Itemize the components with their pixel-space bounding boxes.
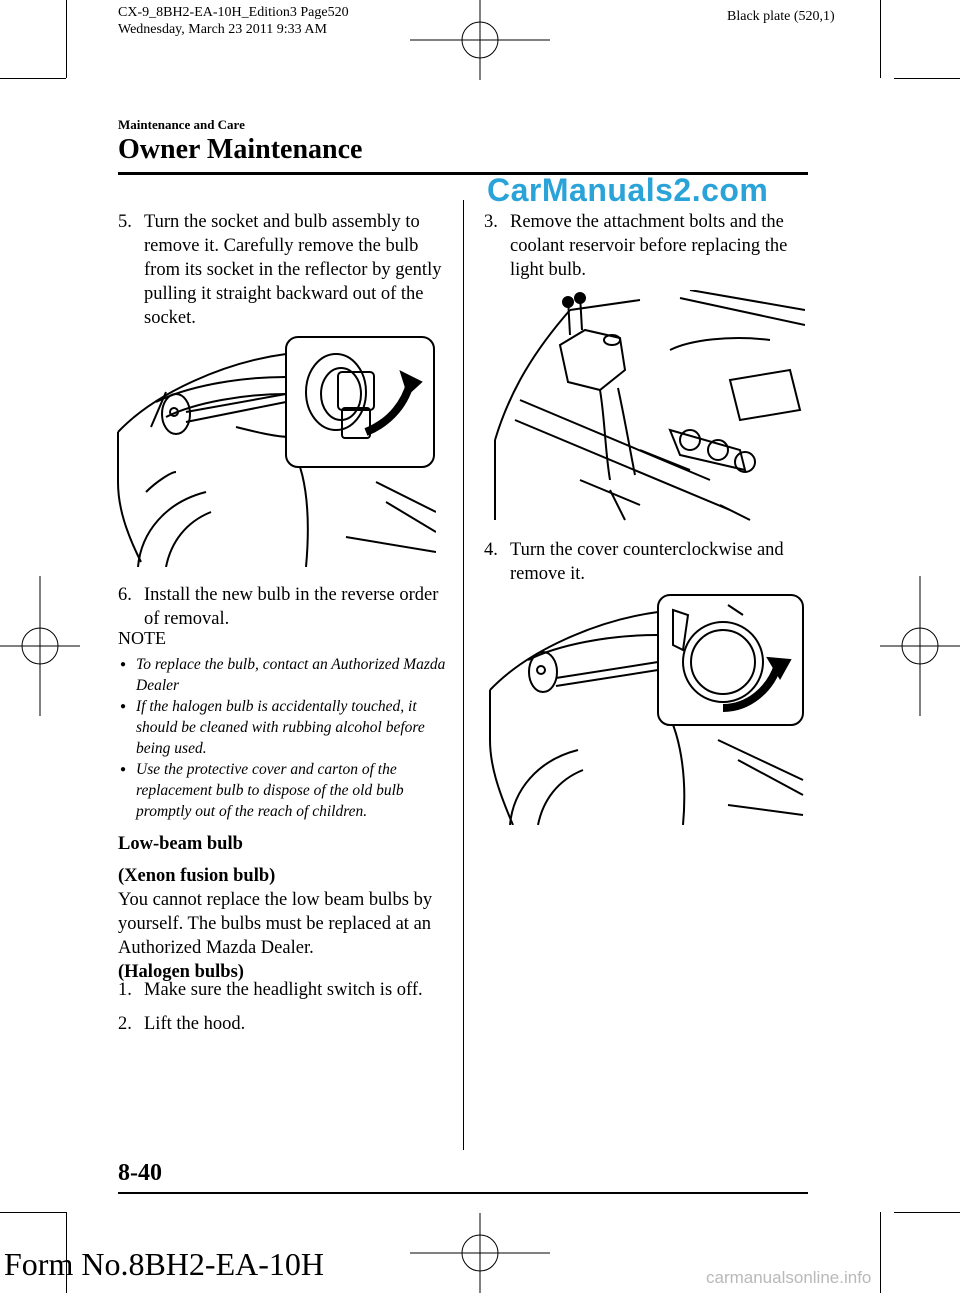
step-1: 1. Make sure the headlight switch is off… — [118, 978, 458, 1002]
step-3-text: Remove the attachment bolts and the cool… — [510, 212, 788, 280]
crop-mark-top-left-h — [0, 78, 66, 79]
crop-mark-top-right-v — [880, 0, 881, 78]
crop-mark-top-left-v — [66, 0, 67, 78]
low-beam-heading: Low-beam bulb — [118, 834, 243, 854]
print-header-left: CX-9_8BH2-EA-10H_Edition3 Page520 Wednes… — [118, 4, 349, 38]
registration-mark-top — [410, 0, 550, 80]
step-5-number: 5. — [118, 212, 132, 232]
section-label: Maintenance and Care — [118, 117, 245, 132]
step-5-text: Turn the socket and bulb assembly to rem… — [144, 212, 442, 328]
watermark-bottom: carmanualsonline.info — [706, 1268, 872, 1287]
registration-mark-right — [880, 576, 960, 716]
step-2-text: Lift the hood. — [144, 1014, 246, 1034]
registration-mark-bottom — [410, 1213, 550, 1293]
crop-mark-bottom-right-v — [880, 1212, 881, 1293]
step-3: 3. Remove the attachment bolts and the c… — [484, 210, 814, 282]
bulb-socket-removal-illustration — [117, 336, 436, 567]
page-title: Owner Maintenance — [118, 134, 363, 165]
crop-mark-bottom-left-v — [66, 1212, 67, 1293]
step-2-number: 2. — [118, 1014, 132, 1034]
crop-mark-bottom-left-h — [0, 1212, 66, 1213]
page-number: 8-40 — [118, 1160, 162, 1186]
step-6: 6. Install the new bulb in the reverse o… — [118, 583, 448, 631]
crop-mark-bottom-right-h — [894, 1212, 960, 1213]
print-file-line: CX-9_8BH2-EA-10H_Edition3 Page520 — [118, 5, 349, 20]
note-list: To replace the bulb, contact an Authoriz… — [118, 654, 448, 822]
step-6-text: Install the new bulb in the reverse orde… — [144, 585, 439, 629]
footer-rule — [118, 1192, 808, 1194]
registration-mark-left — [0, 576, 80, 716]
crop-mark-top-right-h — [894, 78, 960, 79]
form-number: Form No.8BH2-EA-10H — [4, 1246, 324, 1282]
step-6-number: 6. — [118, 585, 132, 605]
halogen-heading: (Halogen bulbs) — [118, 962, 244, 982]
step-3-number: 3. — [484, 212, 498, 232]
note-item: If the halogen bulb is accidentally touc… — [118, 696, 448, 759]
note-item: Use the protective cover and carton of t… — [118, 759, 448, 822]
step-2: 2. Lift the hood. — [118, 1012, 458, 1036]
title-rule — [118, 172, 808, 175]
print-date-line: Wednesday, March 23 2011 9:33 AM — [118, 22, 327, 37]
step-4: 4. Turn the cover counterclockwise and r… — [484, 538, 814, 586]
coolant-reservoir-illustration — [494, 290, 805, 521]
xenon-text: You cannot replace the low beam bulbs by… — [118, 890, 433, 958]
note-heading: NOTE — [118, 628, 166, 648]
xenon-heading: (Xenon fusion bulb) — [118, 866, 276, 886]
step-1-text: Make sure the headlight switch is off. — [144, 980, 423, 1000]
cover-removal-illustration — [489, 594, 804, 825]
note-item: To replace the bulb, contact an Authoriz… — [118, 654, 448, 696]
watermark-top: CarManuals2.com — [487, 172, 769, 208]
step-4-text: Turn the cover counterclockwise and remo… — [510, 540, 784, 584]
column-divider — [463, 200, 464, 1150]
step-5: 5. Turn the socket and bulb assembly to … — [118, 210, 448, 330]
step-1-number: 1. — [118, 980, 132, 1000]
print-plate: Black plate (520,1) — [727, 9, 835, 24]
step-4-number: 4. — [484, 540, 498, 560]
